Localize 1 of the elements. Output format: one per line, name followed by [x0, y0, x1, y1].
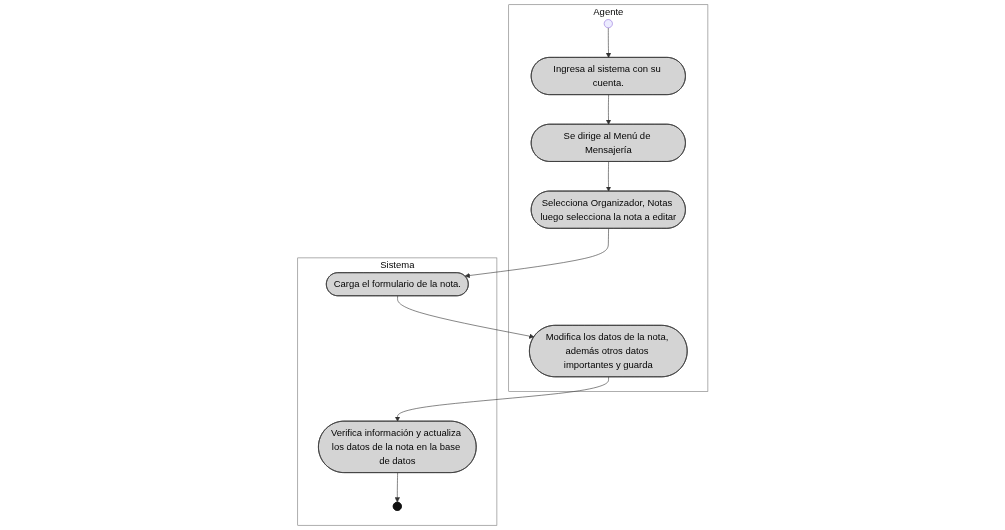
node-circle	[603, 19, 613, 29]
